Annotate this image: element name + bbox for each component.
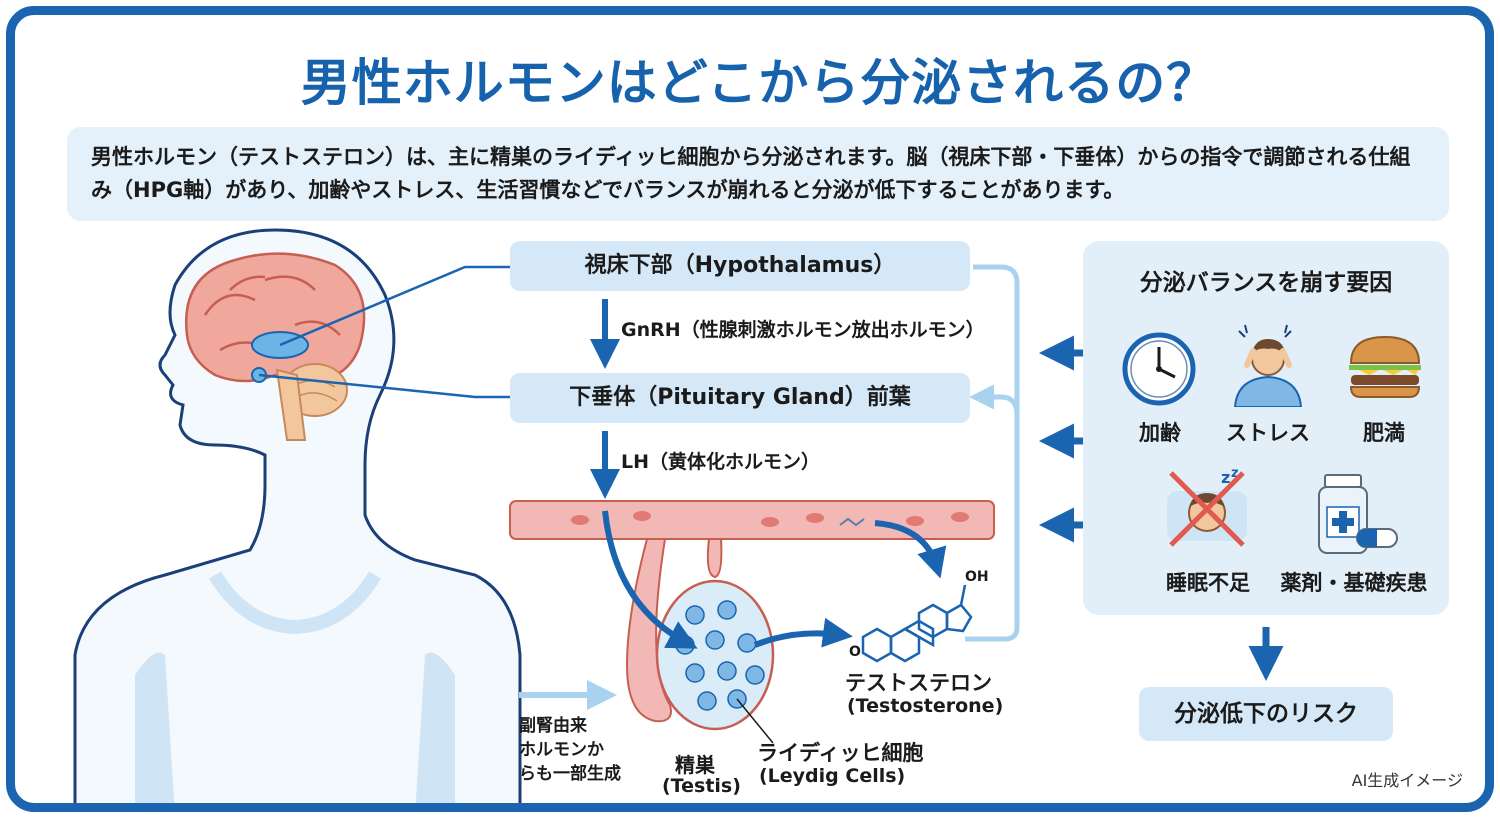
factor-label-obesity: 肥満 [1363,421,1405,445]
intro-text: 男性ホルモン（テストステロン）は、主に精巣のライディッヒ細胞から分泌されます。脳… [67,127,1449,221]
factor-label-sleep: 睡眠不足 [1166,571,1250,595]
medicine-icon [1318,474,1398,554]
factors-title: 分泌バランスを崩す要因 [1139,270,1393,296]
blood-vessel [509,500,995,540]
pituitary-box: 下垂体（Pituitary Gland）前葉 [510,373,970,423]
human-body-outline [73,228,522,803]
lh-label: LH（黄体化ホルモン） [621,451,821,473]
clock-icon [1122,332,1196,406]
hypothalamus-box: 視床下部（Hypothalamus） [510,241,970,291]
leydig-pointer [736,698,774,744]
testis-label-jp: 精巣 [675,753,715,777]
testis-label-en: (Testis) [662,775,741,797]
adrenal-label-line2: ホルモンか [519,740,604,760]
page-title: 男性ホルモンはどこから分泌されるの？ [300,54,1218,112]
infographic-frame: O OH 男性ホルモンはどこから分泌されるの？ 男性ホルモン（テストステロン）は… [6,6,1494,812]
testis-to-testosterone-arrow [753,617,853,648]
adrenal-label-line3: らも一部生成 [519,764,621,784]
factor-label-aging: 加齢 [1139,421,1181,445]
vessel-to-molecule-arrow [874,520,947,579]
illustration-layer: O OH [73,228,1284,803]
lh-to-testis-arrow [602,510,698,649]
testosterone-molecule [861,584,973,663]
leydig-label-en: (Leydig Cells) [759,765,906,787]
feedback-loop-pituitary [969,384,1020,416]
adrenal-label-line1: 副腎由来 [519,716,587,736]
sleep-deprivation-icon: z z [1167,466,1247,547]
ai-generated-note: AI生成イメージ [1351,771,1463,790]
risk-factors-panel: 分泌バランスを崩す要因 加齢 ストレス 肥満 [1083,241,1449,615]
factor-label-medication: 薬剤・基礎疾患 [1280,571,1428,595]
svg-text:z: z [1231,466,1239,481]
hamburger-icon [1349,335,1421,398]
brain-illustration [184,252,366,441]
gnrh-label: GnRH（性腺刺激ホルモン放出ホルモン） [621,319,985,341]
testosterone-label-jp: テストステロン [845,671,992,695]
hydroxyl-label: OH [965,569,989,585]
ketone-label: O [849,644,861,660]
stressed-person-icon [1233,324,1303,407]
leydig-label-jp: ライディッヒ細胞 [757,741,924,765]
risk-box: 分泌低下のリスク [1139,687,1393,741]
hypothalamus-connector [279,265,510,347]
svg-text:z: z [1221,468,1230,487]
feedback-loop-hypothalamus [965,264,1020,642]
testosterone-label-en: (Testosterone) [847,695,1004,717]
pituitary-connector [258,373,510,399]
testis-illustration [625,538,775,731]
factor-label-stress: ストレス [1226,421,1310,445]
